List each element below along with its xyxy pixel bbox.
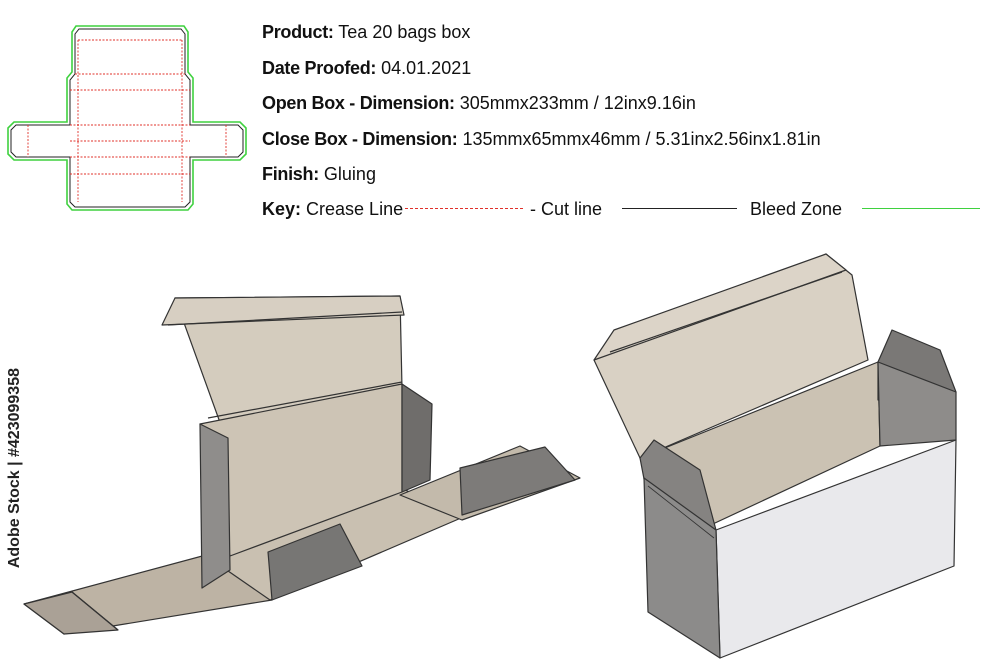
right-flap-dark	[459, 446, 576, 516]
spec-finish-label: Finish:	[262, 164, 319, 184]
spec-open-box-value: 305mmx233mm / 12inx9.16in	[459, 93, 696, 113]
dieline-template	[7, 25, 247, 211]
bleed-line-sample	[862, 208, 980, 209]
spec-close-box-value: 135mmx65mmx46mm / 5.31inx2.56inx1.81in	[462, 128, 821, 149]
spec-close-box: Close Box - Dimension: 135mmx65mmx46mm /…	[262, 127, 821, 163]
spec-finish-value: Gluing	[323, 164, 376, 184]
spec-finish: Finish: Gluing	[262, 162, 821, 198]
assembled-box-view	[593, 253, 957, 659]
spec-product-label: Product:	[262, 22, 334, 42]
right-side-flap	[401, 383, 433, 493]
spec-date-proofed: Date Proofed: 04.01.2021	[262, 56, 821, 92]
stock-credit: Adobe Stock | #423099358	[6, 368, 23, 569]
spec-date-proofed-value: 04.01.2021	[381, 57, 472, 78]
front-dust-flap	[267, 523, 363, 601]
key-cut-label: - Cut line	[530, 199, 603, 219]
lid-tuck-flap	[161, 295, 405, 326]
spec-block: Product: Tea 20 bags box Date Proofed: 0…	[262, 20, 821, 198]
left-side-flap	[199, 423, 231, 589]
bleed-zone-outline	[7, 25, 247, 211]
cut-line-sample	[622, 208, 737, 209]
spec-open-box-label: Open Box - Dimension:	[262, 93, 455, 113]
key-item-crease: Key: Crease Line	[262, 197, 403, 221]
spec-product-value: Tea 20 bags box	[338, 22, 471, 42]
spec-open-box: Open Box - Dimension: 305mmx233mm / 12in…	[262, 91, 821, 127]
key-label: Key:	[262, 199, 302, 219]
unfolded-box-view	[23, 295, 581, 635]
spec-product: Product: Tea 20 bags box	[262, 20, 821, 56]
spec-date-proofed-label: Date Proofed:	[262, 57, 377, 78]
crease-lines	[27, 39, 227, 202]
end-face	[643, 477, 721, 659]
crease-line-sample	[405, 208, 523, 209]
key-crease-label: Crease Line	[306, 199, 404, 219]
spec-close-box-label: Close Box - Dimension:	[262, 128, 458, 149]
key-bleed-label: Bleed Zone	[750, 199, 843, 219]
